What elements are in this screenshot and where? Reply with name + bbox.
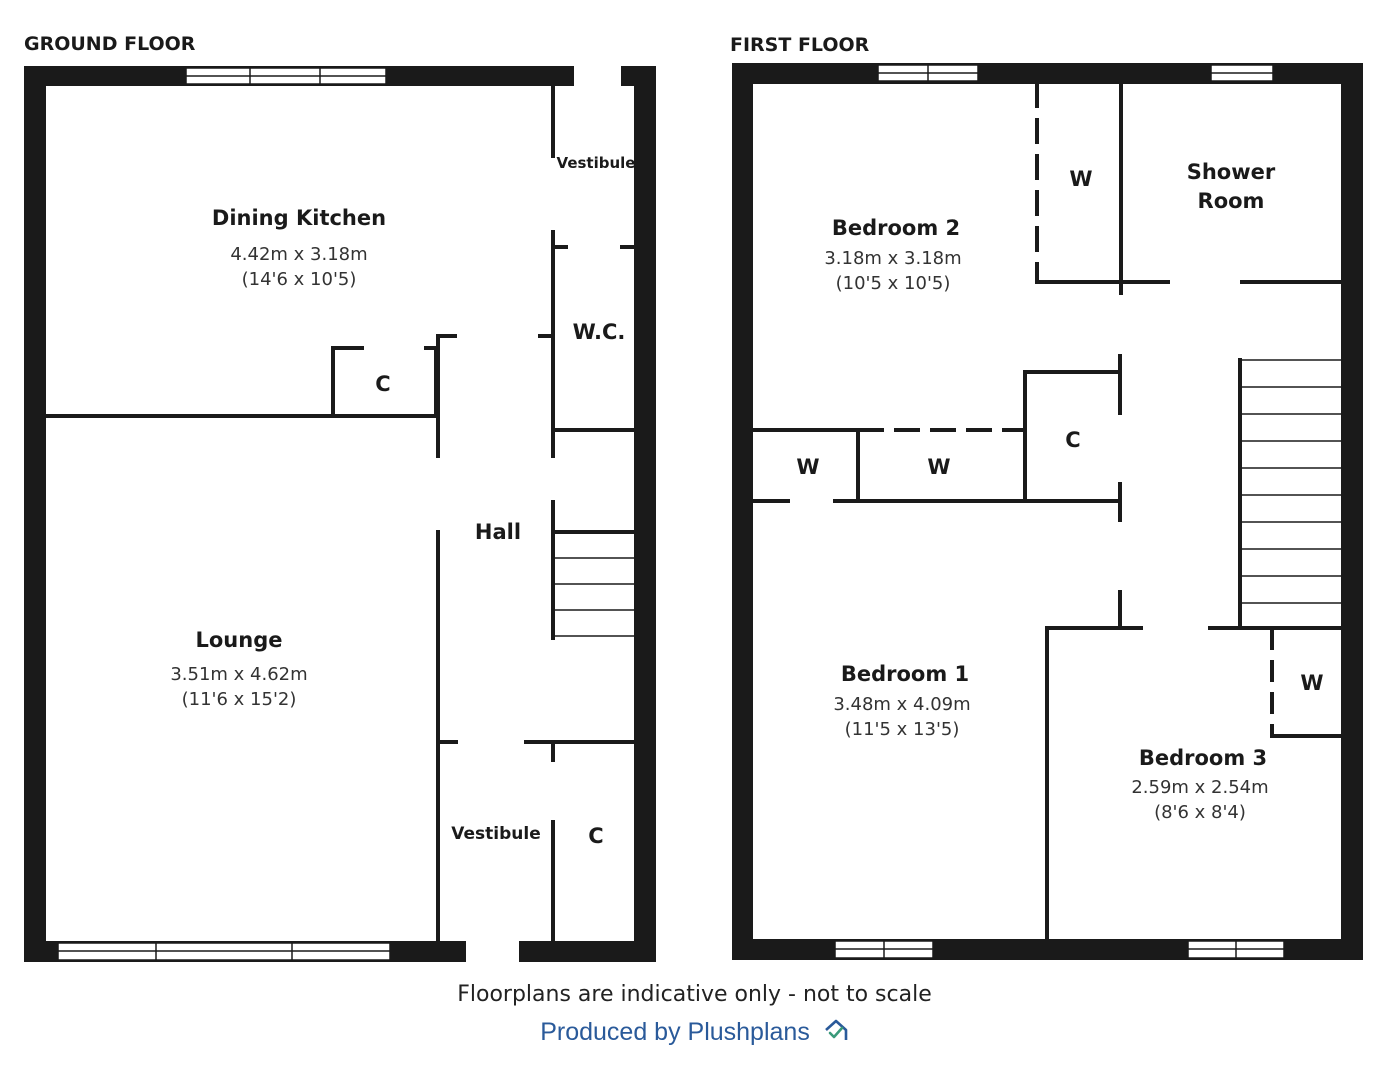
dining-kitchen-metric: 4.42m x 3.18m	[230, 244, 367, 265]
ground-floor-stairs	[555, 557, 634, 637]
cupboard-label: C	[375, 372, 390, 396]
house-logo-icon	[823, 1018, 849, 1049]
bedroom-2-metric: 3.18m x 3.18m	[824, 248, 961, 269]
cupboard-label: C	[588, 824, 603, 848]
bedroom-3-metric: 2.59m x 2.54m	[1131, 777, 1268, 798]
wardrobe-label: W	[796, 455, 819, 479]
wardrobe-label: W	[1069, 167, 1092, 191]
bedroom-2-label: Bedroom 2	[832, 216, 960, 240]
first-floor-stairs	[1242, 359, 1341, 604]
vestibule-bottom-label: Vestibule	[451, 824, 540, 844]
wardrobe-label: W	[1300, 671, 1323, 695]
lounge-imperial: (11'6 x 15'2)	[182, 689, 297, 710]
ground-floor-walls	[24, 66, 656, 962]
first-floor-title: FIRST FLOOR	[730, 34, 870, 56]
first-floor-windows	[834, 64, 1285, 959]
ground-floor-interior-walls	[44, 84, 636, 943]
floorplan-drawing: GROUND FLOOR	[24, 33, 1363, 962]
wc-label: W.C.	[573, 320, 626, 344]
bedroom-1-label: Bedroom 1	[841, 662, 969, 686]
wardrobe-label: W	[927, 455, 950, 479]
bedroom-1-metric: 3.48m x 4.09m	[833, 694, 970, 715]
credit-text: Produced by Plushplans	[540, 1018, 810, 1047]
bedroom-3-imperial: (8'6 x 8'4)	[1154, 802, 1246, 823]
cupboard-label: C	[1065, 428, 1080, 452]
credit-line: Produced by Plushplans	[0, 1018, 1389, 1049]
bedroom-2-imperial: (10'5 x 10'5)	[836, 273, 951, 294]
bedroom-1-imperial: (11'5 x 13'5)	[845, 719, 960, 740]
disclaimer-note: Floorplans are indicative only - not to …	[457, 982, 932, 1007]
bedroom-3-label: Bedroom 3	[1139, 746, 1267, 770]
dining-kitchen-imperial: (14'6 x 10'5)	[242, 269, 357, 290]
shower-room-label: Shower	[1187, 160, 1276, 184]
ground-floor-title: GROUND FLOOR	[24, 33, 196, 55]
vestibule-top-label: Vestibule	[557, 154, 636, 172]
hall-label: Hall	[475, 520, 521, 544]
dining-kitchen-label: Dining Kitchen	[212, 206, 386, 230]
shower-room-label-line2: Room	[1198, 189, 1265, 213]
lounge-metric: 3.51m x 4.62m	[170, 664, 307, 685]
ground-floor-windows	[57, 67, 391, 961]
first-floor-interior-walls	[751, 82, 1343, 941]
lounge-label: Lounge	[196, 628, 283, 652]
